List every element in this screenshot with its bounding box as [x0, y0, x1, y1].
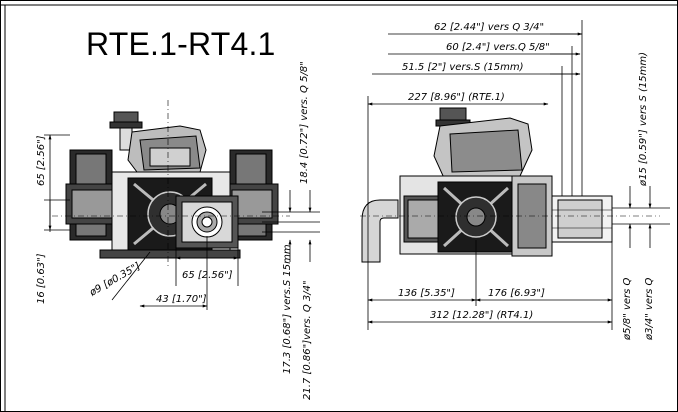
dim-62: 62 [2.44"] vers Q 3/4"	[434, 22, 544, 33]
dim-diameter-9: ø9 [ø0.35"]	[87, 261, 142, 299]
dim-18-vertical: 18.4 [0.72"] vers. Q 5/8"	[299, 61, 310, 184]
drawing-title: RTE.1-RT4.1	[86, 26, 276, 62]
dim-176: 176 [6.93"]	[488, 288, 545, 299]
dim-312: 312 [12.28"] (RT4.1)	[430, 310, 533, 321]
dim-diameter-15: ø15 [0.59"] vers S (15mm)	[638, 52, 649, 187]
side-view-dimension-lines	[367, 20, 670, 330]
dim-diameter-5-8: ø5/8" vers Q	[622, 277, 633, 341]
dim-21-vertical: 21.7 [0.86"]vers. Q 3/4"	[302, 280, 313, 400]
dim-60: 60 [2.4"] vers.Q 5/8"	[446, 42, 550, 53]
dim-227: 227 [8.96"] (RTE.1)	[408, 92, 505, 103]
dim-136: 136 [5.35"]	[398, 288, 455, 299]
dim-65-vertical: 65 [2.56"]	[36, 135, 47, 186]
front-view-dimension-lines	[44, 134, 320, 310]
dim-51-5: 51.5 [2"] vers.S (15mm)	[402, 62, 524, 73]
side-view-pump	[360, 107, 660, 263]
dim-diameter-3-4: ø3/4" vers Q	[644, 277, 655, 341]
front-view-pump	[52, 100, 290, 268]
dim-17-vertical: 17.3 [0.68"] vers.S 15mm	[282, 244, 293, 374]
dim-16-vertical: 16 [0.63"]	[36, 253, 47, 304]
dim-43-horizontal: 43 [1.70"]	[156, 294, 207, 305]
dim-65-horizontal: 65 [2.56"]	[182, 270, 233, 281]
